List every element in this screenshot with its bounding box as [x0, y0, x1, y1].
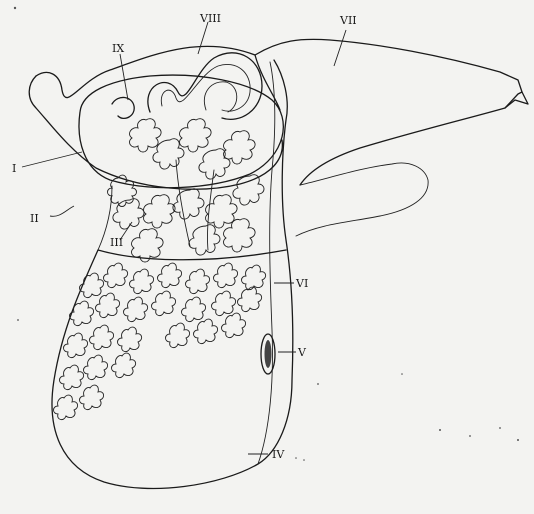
label-i: I	[12, 162, 16, 175]
label-vi: VI	[295, 277, 308, 290]
label-vii: VII	[339, 14, 357, 27]
label-iii: III	[110, 236, 123, 249]
label-ii: II	[30, 212, 39, 225]
label-ix: IX	[112, 42, 124, 55]
label-viii: VIII	[199, 12, 221, 25]
label-v: V	[297, 346, 307, 359]
label-iv: IV	[272, 448, 285, 461]
